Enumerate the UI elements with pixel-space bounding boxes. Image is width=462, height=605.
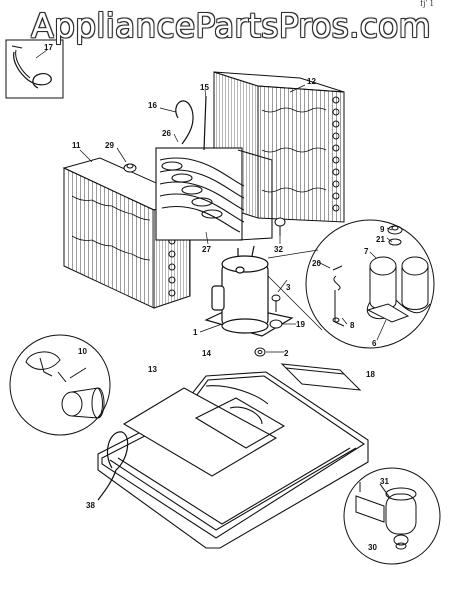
callout-26: 26 [162, 129, 171, 138]
callout-31: 31 [380, 477, 389, 486]
drain-hose [97, 431, 129, 501]
base-pan [97, 371, 369, 549]
callout-12: 12 [307, 77, 316, 86]
screw [274, 217, 286, 236]
callout-8: 8 [350, 321, 355, 330]
compressor [204, 245, 294, 337]
grommet-washer-nut [254, 294, 283, 357]
callout-13: 13 [148, 365, 157, 374]
callout-27: 27 [202, 245, 211, 254]
inset-capillary-tube [5, 39, 64, 99]
callout-16: 16 [148, 101, 157, 110]
callout-30: 30 [368, 543, 377, 552]
callout-2: 2 [284, 349, 289, 358]
callout-38: 38 [86, 501, 95, 510]
callout-3: 3 [286, 283, 291, 292]
callout-9: 9 [380, 225, 385, 234]
callout-6: 6 [372, 339, 377, 348]
callout-17: 17 [44, 43, 53, 52]
callout-7: 7 [364, 247, 369, 256]
callout-32: 32 [274, 245, 283, 254]
leader-lines [35, 49, 393, 353]
capillary-tubes [175, 95, 207, 151]
corner-marks: fj' 1 [420, 0, 434, 8]
callout-11: 11 [72, 141, 81, 150]
tubing-assembly [155, 147, 273, 241]
watermark: AppliancePartsPros.com [31, 6, 431, 45]
inset-overload-relay [305, 219, 435, 349]
inset-fan-motor [9, 334, 111, 436]
callout-20: 20 [312, 259, 321, 268]
callout-numbers: 17 12 16 15 11 29 26 27 32 20 9 21 7 3 1… [44, 43, 389, 552]
callout-14: 14 [202, 349, 211, 358]
bracket [280, 363, 362, 391]
callout-21: 21 [376, 235, 385, 244]
callout-1: 1 [193, 328, 198, 337]
fitting [123, 163, 137, 173]
callout-29: 29 [105, 141, 114, 150]
callout-18: 18 [366, 370, 375, 379]
callout-10: 10 [78, 347, 87, 356]
callout-15: 15 [200, 83, 209, 92]
callout-19: 19 [296, 320, 305, 329]
inset-motor-bracket [343, 467, 441, 565]
